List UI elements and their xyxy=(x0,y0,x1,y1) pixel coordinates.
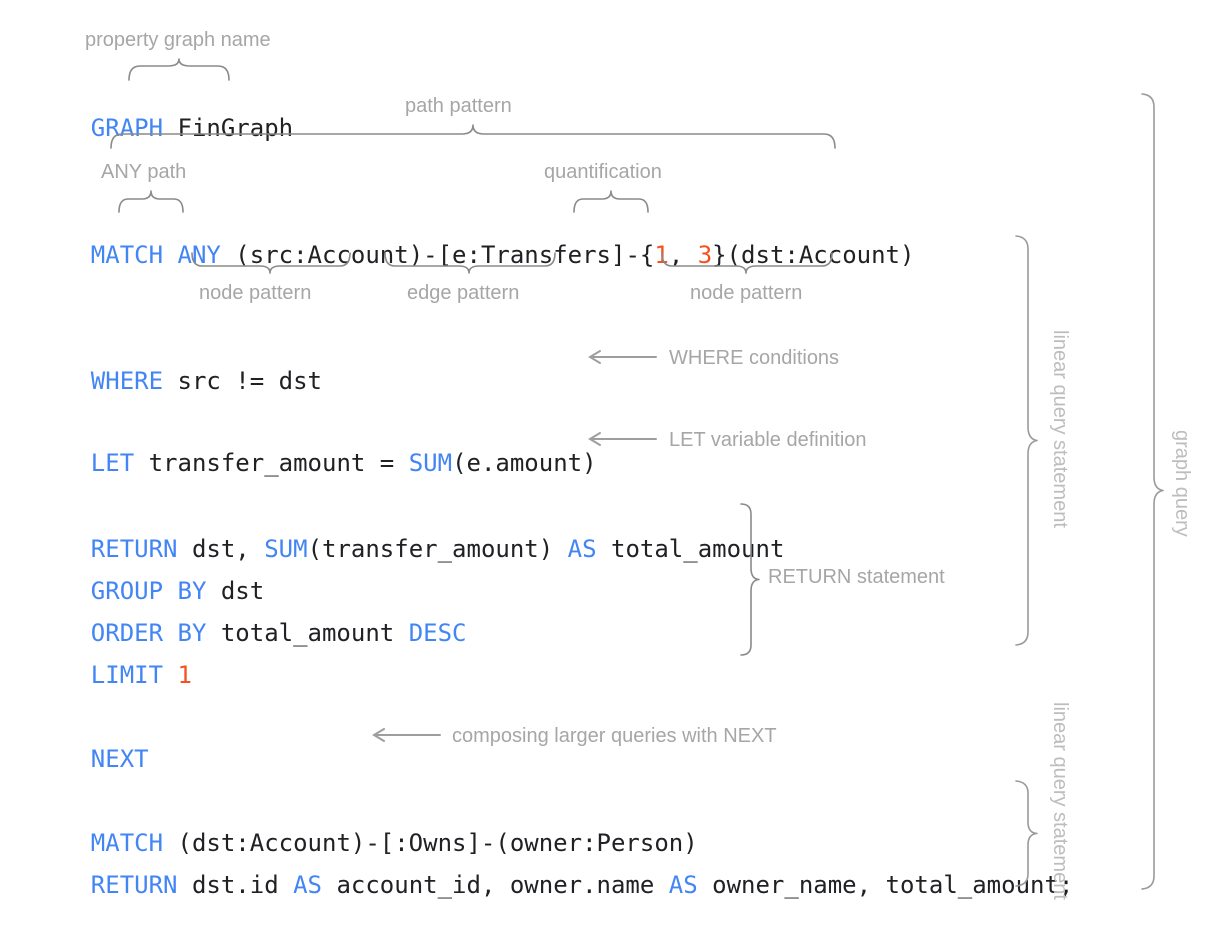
return-alias: total_amount xyxy=(596,535,785,563)
keyword-desc: DESC xyxy=(408,619,467,647)
annotation-quantification: quantification xyxy=(544,161,662,183)
annotation-composing-with-next: composing larger queries with NEXT xyxy=(452,725,777,747)
quantifier-upper-bound: 3 xyxy=(697,241,713,269)
limit-value: 1 xyxy=(177,661,192,689)
arrow-let-variable-definition xyxy=(588,432,657,446)
group-by-key: dst xyxy=(206,577,265,605)
keyword-where: WHERE xyxy=(90,367,164,395)
brace-node-pattern-left xyxy=(191,252,351,274)
annotation-let-variable-definition: LET variable definition xyxy=(669,429,867,451)
annotation-node-pattern-left: node pattern xyxy=(199,282,312,304)
space-1 xyxy=(163,241,177,269)
let-variable-name: transfer_amount = xyxy=(134,449,409,477)
return-columns-head: dst, xyxy=(177,535,265,563)
annotation-any-path: ANY path xyxy=(101,161,187,183)
code-line-order-by: ORDER BY total_amount DESC xyxy=(33,597,467,669)
label-linear-query-statement-1: linear query statement xyxy=(1049,330,1071,528)
arrow-where-conditions xyxy=(588,350,657,364)
code-line-match: MATCH ANY (src:Account)-[e:Transfers]-{1… xyxy=(33,219,915,291)
return-2-col-3: owner_name, total_amount; xyxy=(697,871,1074,899)
code-line-return-2: RETURN dst.id AS account_id, owner.name … xyxy=(33,849,1074,921)
code-line-let: LET transfer_amount = SUM(e.amount) xyxy=(33,427,597,499)
brace-quantification xyxy=(573,190,649,213)
let-expression: (e.amount) xyxy=(452,449,597,477)
keyword-as: AS xyxy=(567,535,597,563)
brace-edge-pattern xyxy=(384,252,556,274)
annotation-property-graph-name: property graph name xyxy=(85,29,271,51)
graph-name-value: FinGraph xyxy=(163,114,294,142)
keyword-group-by: GROUP BY xyxy=(90,577,207,605)
code-line-next: NEXT xyxy=(33,723,149,795)
label-linear-query-statement-2: linear query statement xyxy=(1049,702,1071,900)
code-line-match-2: MATCH (dst:Account)-[:Owns]-(owner:Perso… xyxy=(33,807,698,879)
annotation-return-statement: RETURN statement xyxy=(768,566,945,588)
quantifier-separator: , xyxy=(668,241,698,269)
keyword-match-2: MATCH xyxy=(90,829,164,857)
function-sum-2: SUM xyxy=(264,535,308,563)
keyword-order-by: ORDER BY xyxy=(90,619,207,647)
brace-linear-query-statement-2 xyxy=(1015,780,1038,887)
keyword-match: MATCH xyxy=(90,241,164,269)
annotation-edge-pattern: edge pattern xyxy=(407,282,520,304)
brace-any-path xyxy=(118,190,184,213)
keyword-as-2: AS xyxy=(293,871,322,899)
space-2 xyxy=(163,661,177,689)
order-by-key: total_amount xyxy=(206,619,409,647)
brace-graph-query xyxy=(1141,93,1164,890)
match-pattern-tail: }(dst:Account) xyxy=(712,241,915,269)
brace-return-statement xyxy=(740,503,760,656)
return-2-col-1: dst.id xyxy=(177,871,294,899)
keyword-as-3: AS xyxy=(668,871,698,899)
keyword-graph: GRAPH xyxy=(90,114,164,142)
function-sum: SUM xyxy=(408,449,453,477)
annotation-where-conditions: WHERE conditions xyxy=(669,347,840,369)
code-line-graph: GRAPH FinGraph xyxy=(33,92,293,164)
return-2-col-2: account_id, owner.name xyxy=(322,871,669,899)
arrow-composing-with-next xyxy=(372,728,441,742)
keyword-return: RETURN xyxy=(90,535,178,563)
match-2-pattern: (dst:Account)-[:Owns]-(owner:Person) xyxy=(163,829,698,857)
annotation-path-pattern: path pattern xyxy=(405,95,512,117)
brace-linear-query-statement-1 xyxy=(1015,235,1038,646)
keyword-next: NEXT xyxy=(90,745,149,773)
annotation-node-pattern-right: node pattern xyxy=(690,282,803,304)
keyword-let: LET xyxy=(90,449,135,477)
return-sum-args: (transfer_amount) xyxy=(307,535,568,563)
brace-path-pattern xyxy=(110,124,836,149)
code-line-limit: LIMIT 1 xyxy=(33,639,192,711)
brace-property-graph-name xyxy=(128,58,230,81)
keyword-limit: LIMIT xyxy=(90,661,164,689)
brace-node-pattern-right xyxy=(661,252,833,274)
keyword-any: ANY xyxy=(177,241,221,269)
keyword-return-2: RETURN xyxy=(90,871,178,899)
code-line-where: WHERE src != dst xyxy=(33,345,322,417)
code-line-group-by: GROUP BY dst xyxy=(33,555,264,627)
code-line-return: RETURN dst, SUM(transfer_amount) AS tota… xyxy=(33,513,785,585)
match-pattern-head: (src:Account)-[e:Transfers]-{ xyxy=(220,241,655,269)
where-condition: src != dst xyxy=(163,367,322,395)
label-graph-query: graph query xyxy=(1171,430,1193,537)
